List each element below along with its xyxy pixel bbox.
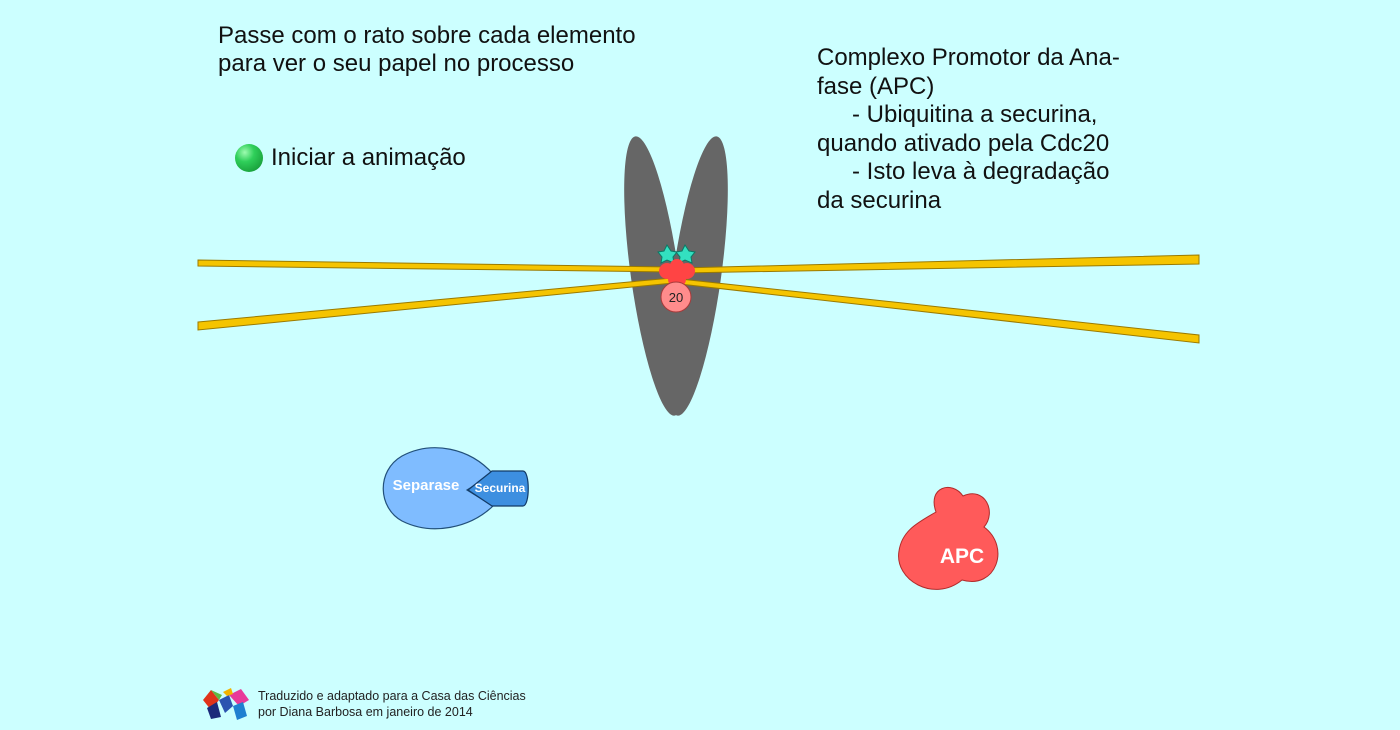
apc-shape[interactable] bbox=[898, 486, 999, 590]
kinetochore-right[interactable] bbox=[675, 244, 696, 264]
description-line-4: quando ativado pela Cdc20 bbox=[817, 129, 1110, 157]
instructions-text: Passe com o rato sobre cada elemento par… bbox=[218, 22, 636, 78]
credit-line-1: Traduzido e adaptado para a Casa das Ciê… bbox=[258, 689, 526, 703]
description-line-2: fase (APC) bbox=[817, 72, 935, 100]
spindle-fiber-right-upper[interactable] bbox=[679, 254, 1200, 274]
green-ball-icon[interactable] bbox=[235, 144, 263, 172]
securina-label: Securina bbox=[475, 481, 526, 495]
separase-securina-complex[interactable]: Separase Securina bbox=[382, 447, 529, 530]
spindle-fiber-left-lower[interactable] bbox=[197, 277, 674, 331]
chromatid-right[interactable] bbox=[654, 133, 741, 419]
instructions-line-1: Passe com o rato sobre cada elemento bbox=[218, 22, 636, 49]
cdc20-protein[interactable]: 20 bbox=[660, 281, 692, 313]
spindle-fiber-left-upper[interactable] bbox=[197, 259, 673, 273]
element-description: Complexo Promotor da Ana- fase (APC) - U… bbox=[817, 44, 1120, 215]
securina-protein[interactable] bbox=[466, 470, 529, 507]
credit-footer: Traduzido e adaptado para a Casa das Ciê… bbox=[203, 686, 526, 722]
credit-line-2: por Diana Barbosa em janeiro de 2014 bbox=[258, 705, 473, 719]
cdc20-label: 20 bbox=[669, 290, 683, 305]
description-line-3: - Ubiquitina a securina, bbox=[852, 101, 1098, 128]
start-animation-button[interactable]: Iniciar a animação bbox=[235, 144, 466, 172]
chromosome[interactable] bbox=[612, 133, 741, 419]
description-line-6: da securina bbox=[817, 186, 942, 214]
start-animation-label[interactable]: Iniciar a animação bbox=[271, 144, 466, 171]
apc-complex-small[interactable] bbox=[659, 259, 695, 288]
kinetochore-left[interactable] bbox=[657, 244, 678, 264]
casa-das-ciencias-logo bbox=[203, 688, 249, 720]
spindle-fiber-right-lower[interactable] bbox=[679, 278, 1200, 344]
description-line-1: Complexo Promotor da Ana- bbox=[817, 44, 1120, 71]
separase-label: Separase bbox=[393, 477, 460, 494]
separase-protein[interactable] bbox=[382, 447, 494, 530]
kinetochores[interactable] bbox=[657, 244, 696, 264]
apc-complex[interactable]: APC bbox=[898, 486, 999, 590]
instructions-line-2: para ver o seu papel no processo bbox=[218, 50, 575, 77]
apc-label: APC bbox=[940, 545, 984, 568]
credit-text: Traduzido e adaptado para a Casa das Ciê… bbox=[258, 688, 526, 720]
description-line-5: - Isto leva à degradação bbox=[852, 158, 1110, 185]
